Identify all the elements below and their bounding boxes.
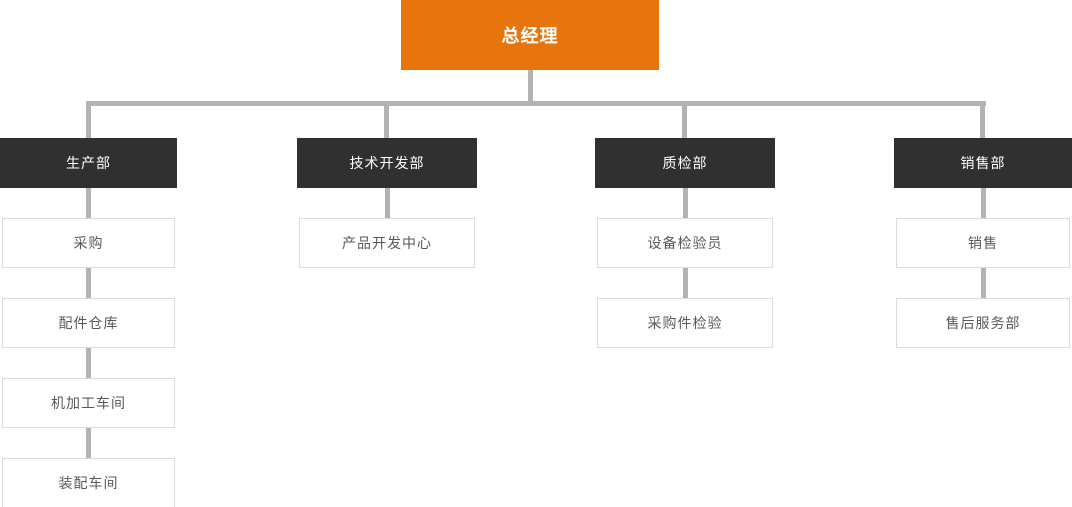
connector-stub xyxy=(86,268,91,298)
org-node-assembly-workshop: 装配车间 xyxy=(2,458,175,507)
connector-drop-production xyxy=(86,106,91,138)
connector-stub xyxy=(980,268,986,298)
org-node-sales: 销售 xyxy=(896,218,1070,268)
org-node-production-dept: 生产部 xyxy=(0,138,177,188)
org-node-label: 生产部 xyxy=(66,155,111,171)
org-node-purchasing: 采购 xyxy=(2,218,175,268)
column-production: 生产部 采购 配件仓库 机加工车间 装配车间 xyxy=(0,138,177,507)
org-node-label: 技术开发部 xyxy=(349,155,425,171)
org-node-quality-dept: 质检部 xyxy=(595,138,775,188)
org-node-tech-dev-dept: 技术开发部 xyxy=(297,138,477,188)
org-node-parts-warehouse: 配件仓库 xyxy=(2,298,175,348)
connector-stub xyxy=(980,188,986,218)
org-node-label: 产品开发中心 xyxy=(342,235,432,251)
org-node-product-dev-center: 产品开发中心 xyxy=(299,218,475,268)
org-node-machining-workshop: 机加工车间 xyxy=(2,378,175,428)
connector-stub xyxy=(682,188,688,218)
connector-drop-sales xyxy=(980,106,985,138)
org-node-label: 设备检验员 xyxy=(647,235,723,251)
connector-stub xyxy=(682,268,688,298)
column-sales: 销售部 销售 售后服务部 xyxy=(894,138,1072,348)
org-node-label: 销售部 xyxy=(960,155,1006,171)
org-node-equipment-inspector: 设备检验员 xyxy=(597,218,773,268)
connector-drop-quality xyxy=(682,106,687,138)
connector-horizontal-bar xyxy=(86,101,986,106)
org-node-label: 配件仓库 xyxy=(58,315,119,331)
column-quality: 质检部 设备检验员 采购件检验 xyxy=(595,138,775,348)
org-node-label: 装配车间 xyxy=(58,475,119,491)
connector-drop-tech-dev xyxy=(384,106,389,138)
org-node-sales-dept: 销售部 xyxy=(894,138,1072,188)
connector-root-stub xyxy=(528,70,533,101)
connector-stub xyxy=(86,188,91,218)
org-node-label: 销售 xyxy=(968,235,998,251)
org-node-after-sales-service: 售后服务部 xyxy=(896,298,1070,348)
connector-stub xyxy=(86,428,91,458)
org-node-label: 采购 xyxy=(73,235,104,251)
org-node-label: 质检部 xyxy=(662,155,708,171)
column-tech-dev: 技术开发部 产品开发中心 xyxy=(297,138,477,268)
org-node-label: 采购件检验 xyxy=(647,315,723,331)
org-node-label: 机加工车间 xyxy=(51,395,126,411)
connector-stub xyxy=(384,188,390,218)
connector-stub xyxy=(86,348,91,378)
org-node-label: 总经理 xyxy=(501,26,559,46)
org-node-purchased-parts-inspection: 采购件检验 xyxy=(597,298,773,348)
org-node-label: 售后服务部 xyxy=(945,315,1021,331)
org-node-general-manager: 总经理 xyxy=(401,0,659,70)
